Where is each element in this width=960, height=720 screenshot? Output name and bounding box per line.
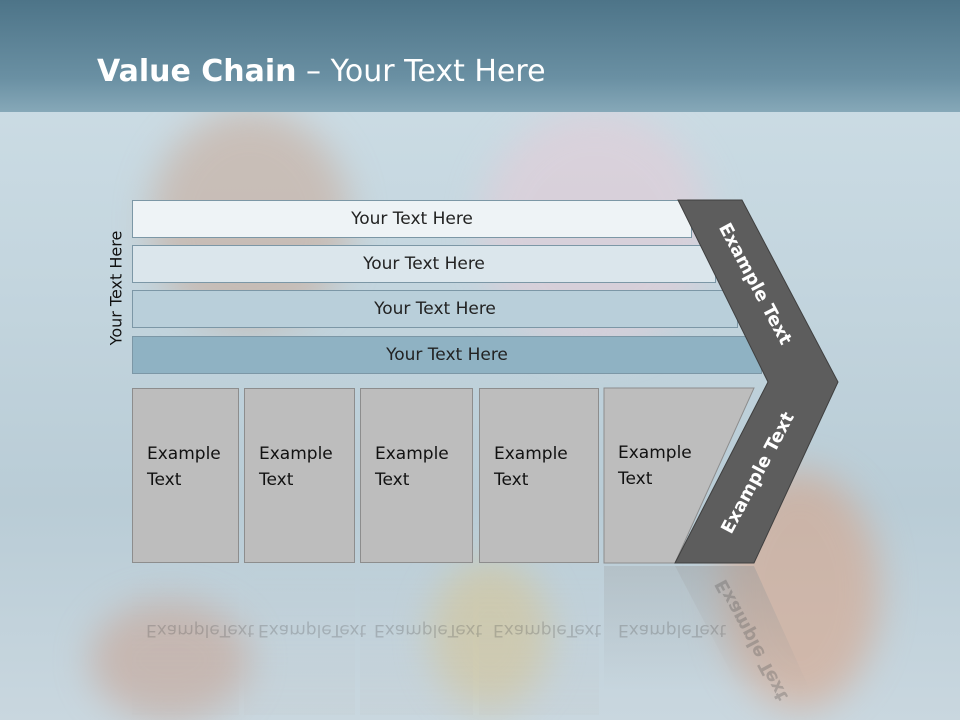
bar-4: Your Text Here: [132, 336, 762, 374]
box-reflection: ExampleText: [479, 565, 601, 715]
bar-2: Your Text Here: [132, 245, 716, 283]
chevron-shape: [674, 199, 839, 564]
box-reflection: ExampleText: [132, 565, 254, 715]
title-bar: [0, 0, 960, 112]
bar-3: Your Text Here: [132, 290, 738, 328]
chevron-reflection: [675, 566, 810, 690]
box-reflection: ExampleText: [618, 620, 727, 640]
bar-1: Your Text Here: [132, 200, 692, 238]
box-reflection: ExampleText: [360, 565, 482, 715]
background-photo-shape: [90, 600, 250, 720]
background-photo-shape: [430, 560, 550, 710]
box-reflection: ExampleText: [244, 565, 366, 715]
slide-title: Value Chain – Your Text Here: [97, 54, 546, 89]
box-reflection: [604, 566, 740, 690]
